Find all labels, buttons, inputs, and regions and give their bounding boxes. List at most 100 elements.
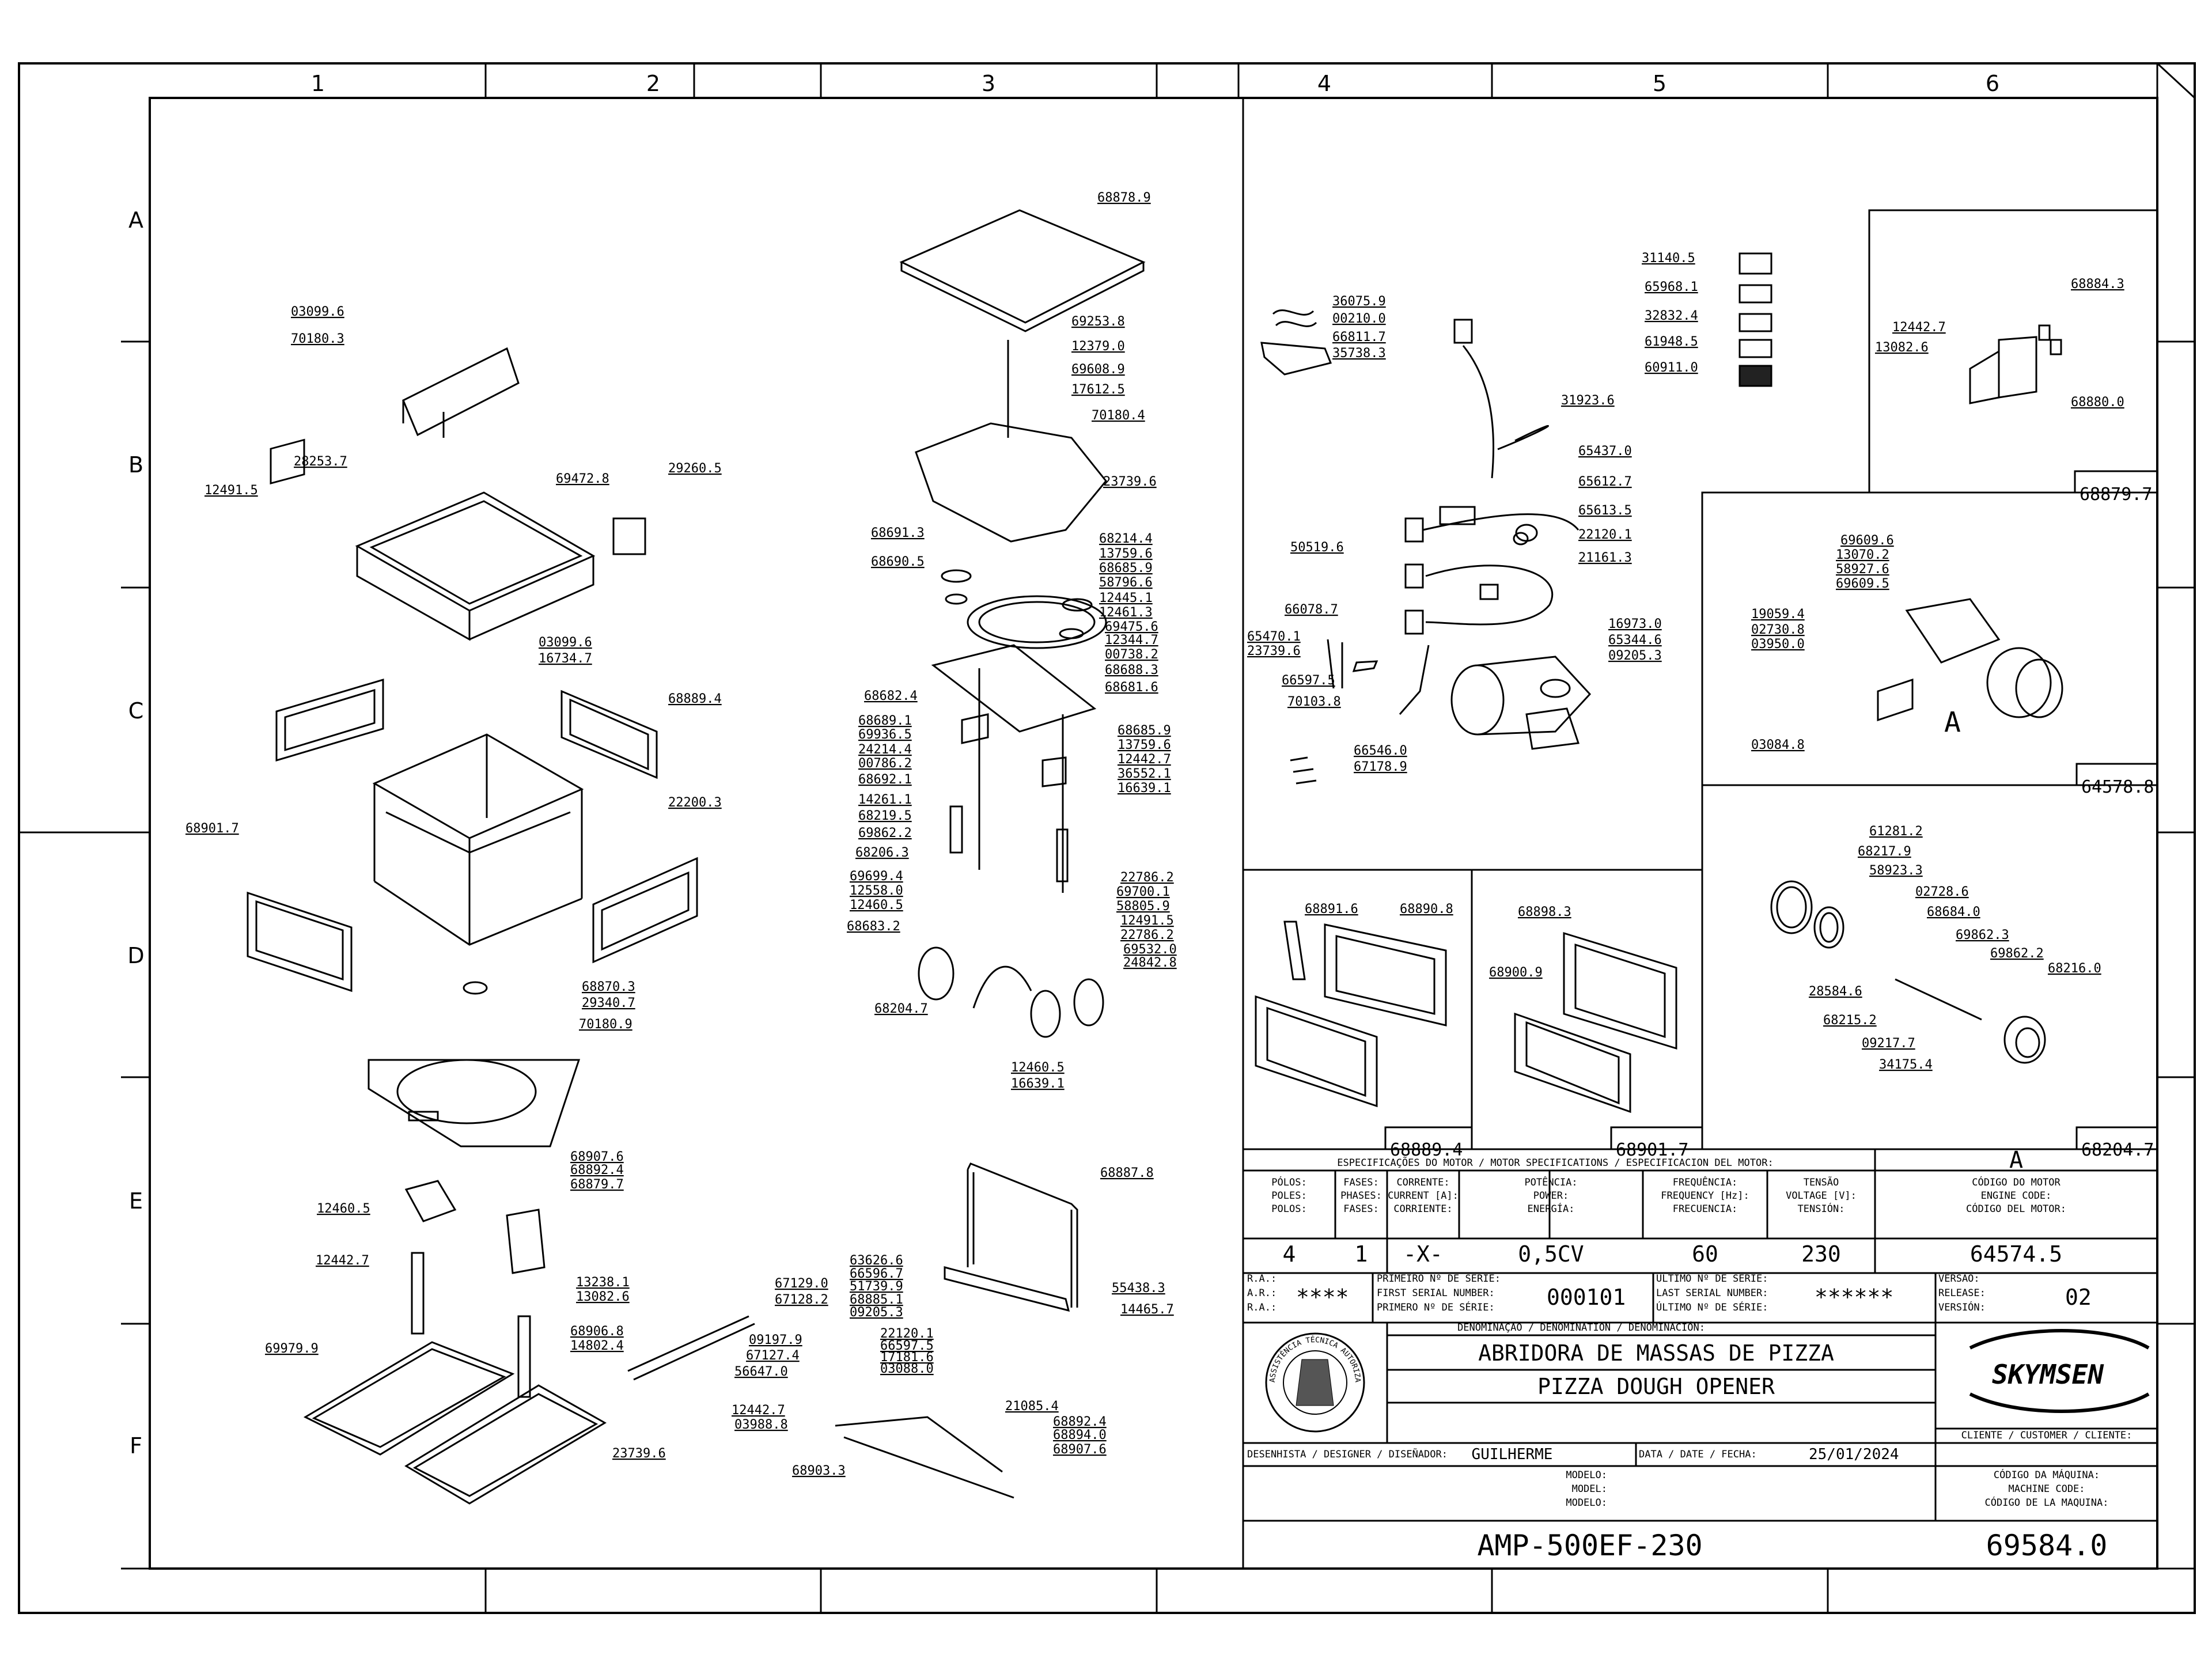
part-label-p-23739-6-c: 23739.6 xyxy=(1247,644,1301,658)
part-label-p-69862-3: 69862.3 xyxy=(1956,928,2009,942)
part-label-p-68892-4-a: 68892.4 xyxy=(570,1163,624,1177)
first-serial-label-1: PRIMEIRO Nº DE SÉRIE: xyxy=(1377,1272,1501,1285)
grid-row-labels: A B C D E F xyxy=(127,207,144,1459)
grid-row-c: C xyxy=(128,698,144,724)
part-label-p-12460-5-a: 12460.5 xyxy=(317,1202,370,1216)
ra-label-3: R.A.: xyxy=(1247,1302,1277,1313)
part-label-p-58805-9: 58805.9 xyxy=(1116,899,1170,914)
part-label-p-67129-0: 67129.0 xyxy=(775,1277,828,1291)
part-label-p-28584-6: 28584.6 xyxy=(1809,984,1862,999)
grid-col-2: 2 xyxy=(646,71,660,96)
part-label-p-13070-2: 13070.2 xyxy=(1836,548,1889,562)
detail-letter: A xyxy=(1944,706,1961,738)
part-label-p-12379-0: 12379.0 xyxy=(1071,339,1125,354)
part-label-p-09205-3-a: 09205.3 xyxy=(850,1305,903,1320)
grid-row-a: A xyxy=(128,207,143,233)
part-label-p-24214-4: 24214.4 xyxy=(858,743,912,757)
version-label-1: VERSÃO: xyxy=(1938,1272,1980,1285)
first-serial-value: 000101 xyxy=(1547,1285,1626,1310)
motor-col-2-value: -X- xyxy=(1403,1241,1443,1267)
grid-col-4: 4 xyxy=(1317,71,1331,96)
model-label-1: MODELO: xyxy=(1566,1469,1607,1481)
part-label-p-13238-1: 13238.1 xyxy=(576,1275,630,1290)
part-label-p-23739-6-b: 23739.6 xyxy=(1103,475,1157,489)
part-label-p-66597-5-b: 66597.5 xyxy=(1282,673,1335,688)
part-label-p-12491-5-b: 12491.5 xyxy=(1120,914,1174,928)
motor-col-5-value: 230 xyxy=(1801,1241,1841,1267)
motor-col-4-header-1: FREQUENCY [Hz]: xyxy=(1661,1190,1749,1202)
motor-col-5-header-0: TENSÃO xyxy=(1804,1176,1839,1188)
part-label-p-69979-9: 69979.9 xyxy=(265,1342,319,1356)
part-label-p-69609-6: 69609.6 xyxy=(1840,533,1894,548)
part-label-p-02730-8: 02730.8 xyxy=(1751,623,1805,637)
part-label-p-58927-6: 58927.6 xyxy=(1836,562,1889,577)
left-bottom-assembly xyxy=(303,1180,607,1505)
date-value: 25/01/2024 xyxy=(1809,1446,1899,1463)
part-label-p-69862-2-a: 69862.2 xyxy=(858,826,912,840)
part-label-p-70103-8: 70103.8 xyxy=(1287,695,1341,709)
part-label-p-69253-8: 69253.8 xyxy=(1071,315,1125,329)
last-serial-value: ****** xyxy=(1815,1285,1893,1310)
motor-col-0-header-0: PÓLOS: xyxy=(1271,1176,1306,1188)
last-serial-label-3: ÚLTIMO Nº DE SÉRIE: xyxy=(1656,1301,1768,1313)
part-label-p-69936-5: 69936.5 xyxy=(858,728,912,742)
motor-col-5-header-1: VOLTAGE [V]: xyxy=(1786,1190,1857,1202)
grid-col-1: 1 xyxy=(311,71,325,96)
part-label-p-67128-2: 67128.2 xyxy=(775,1293,828,1307)
part-label-p-68891-6: 68891.6 xyxy=(1305,902,1358,916)
part-label-p-68907-6-b: 68907.6 xyxy=(1053,1442,1107,1457)
part-label-p-68685-9-b: 68685.9 xyxy=(1118,724,1171,738)
part-label-p-65613-5: 65613.5 xyxy=(1578,503,1632,518)
part-label-p-68685-9-a: 68685.9 xyxy=(1099,561,1153,575)
part-label-p-12442-7-b: 12442.7 xyxy=(1118,752,1171,767)
part-label-p-67127-4: 67127.4 xyxy=(746,1349,800,1363)
model-label-2: MODEL: xyxy=(1572,1483,1607,1495)
part-label-p-14261-1: 14261.1 xyxy=(858,793,912,807)
part-label-p-65612-7: 65612.7 xyxy=(1578,475,1632,489)
part-label-p-36552-1: 36552.1 xyxy=(1118,767,1171,781)
part-label-p-03988-8: 03988.8 xyxy=(734,1418,788,1432)
motor-col-3-header-2: ENERGÍA: xyxy=(1528,1202,1575,1215)
grid-ticks xyxy=(19,62,2196,1613)
grid-col-3: 3 xyxy=(982,71,995,96)
machine-code-label-3: CÓDIGO DE LA MAQUINA: xyxy=(1985,1496,2109,1509)
motor-col-2-header-0: CORRENTE: xyxy=(1396,1177,1449,1188)
motor-col-0-header-2: POLOS: xyxy=(1271,1203,1306,1215)
part-label-p-68880-0: 68880.0 xyxy=(2071,395,2124,410)
part-label-p-68204-7-a: 68204.7 xyxy=(874,1002,928,1016)
part-label-p-65470-1: 65470.1 xyxy=(1247,630,1301,644)
machine-code: 69584.0 xyxy=(1986,1529,2108,1562)
motor-col-3-header-1: POWER: xyxy=(1533,1190,1569,1202)
part-label-p-69608-9: 69608.9 xyxy=(1071,362,1125,377)
ra-value: **** xyxy=(1296,1285,1349,1310)
motor-spec-header: ESPECIFICAÇÕES DO MOTOR / MOTOR SPECIFIC… xyxy=(1337,1156,1773,1169)
part-label-p-68214-4: 68214.4 xyxy=(1099,532,1153,546)
motor-col-3-header-0: POTÊNCIA: xyxy=(1524,1176,1577,1188)
part-label-p-66596-7: 66596.7 xyxy=(850,1267,903,1281)
view-label-box-68879-7: 68879.7 xyxy=(2080,484,2152,505)
part-label-p-21085-4: 21085.4 xyxy=(1005,1399,1059,1414)
grid-col-5: 5 xyxy=(1653,71,1666,96)
part-label-p-68906-8: 68906.8 xyxy=(570,1324,624,1339)
part-label-p-02728-6: 02728.6 xyxy=(1915,885,1969,899)
motor-col-5-header-2: TENSIÓN: xyxy=(1798,1202,1845,1215)
model-code: AMP-500EF-230 xyxy=(1477,1529,1702,1562)
motor-col-4-value: 60 xyxy=(1692,1241,1718,1267)
part-label-p-28253-7: 28253.7 xyxy=(294,454,347,469)
part-label-p-68216-0: 68216.0 xyxy=(2048,961,2101,976)
part-label-p-56647-0: 56647.0 xyxy=(734,1365,788,1379)
sticker-icons xyxy=(1738,252,1772,387)
part-label-p-12442-7-a: 12442.7 xyxy=(316,1253,369,1268)
part-label-p-68684-0: 68684.0 xyxy=(1927,905,1980,919)
part-label-p-60911-0: 60911.0 xyxy=(1645,361,1698,375)
part-label-p-70180-3: 70180.3 xyxy=(291,332,344,346)
version-label-2: RELEASE: xyxy=(1938,1287,1986,1299)
part-label-p-50519-6: 50519.6 xyxy=(1290,540,1344,555)
part-label-p-22120-1-b: 22120.1 xyxy=(1578,528,1632,542)
part-label-p-22200-3: 22200.3 xyxy=(668,796,722,810)
motor-col-1-header-2: FASES: xyxy=(1343,1203,1378,1215)
motor-col-2-header-1: CURRENT [A]: xyxy=(1388,1190,1459,1202)
part-label-p-13082-6-a: 13082.6 xyxy=(576,1290,630,1304)
part-label-p-09205-3-b: 09205.3 xyxy=(1608,649,1662,663)
